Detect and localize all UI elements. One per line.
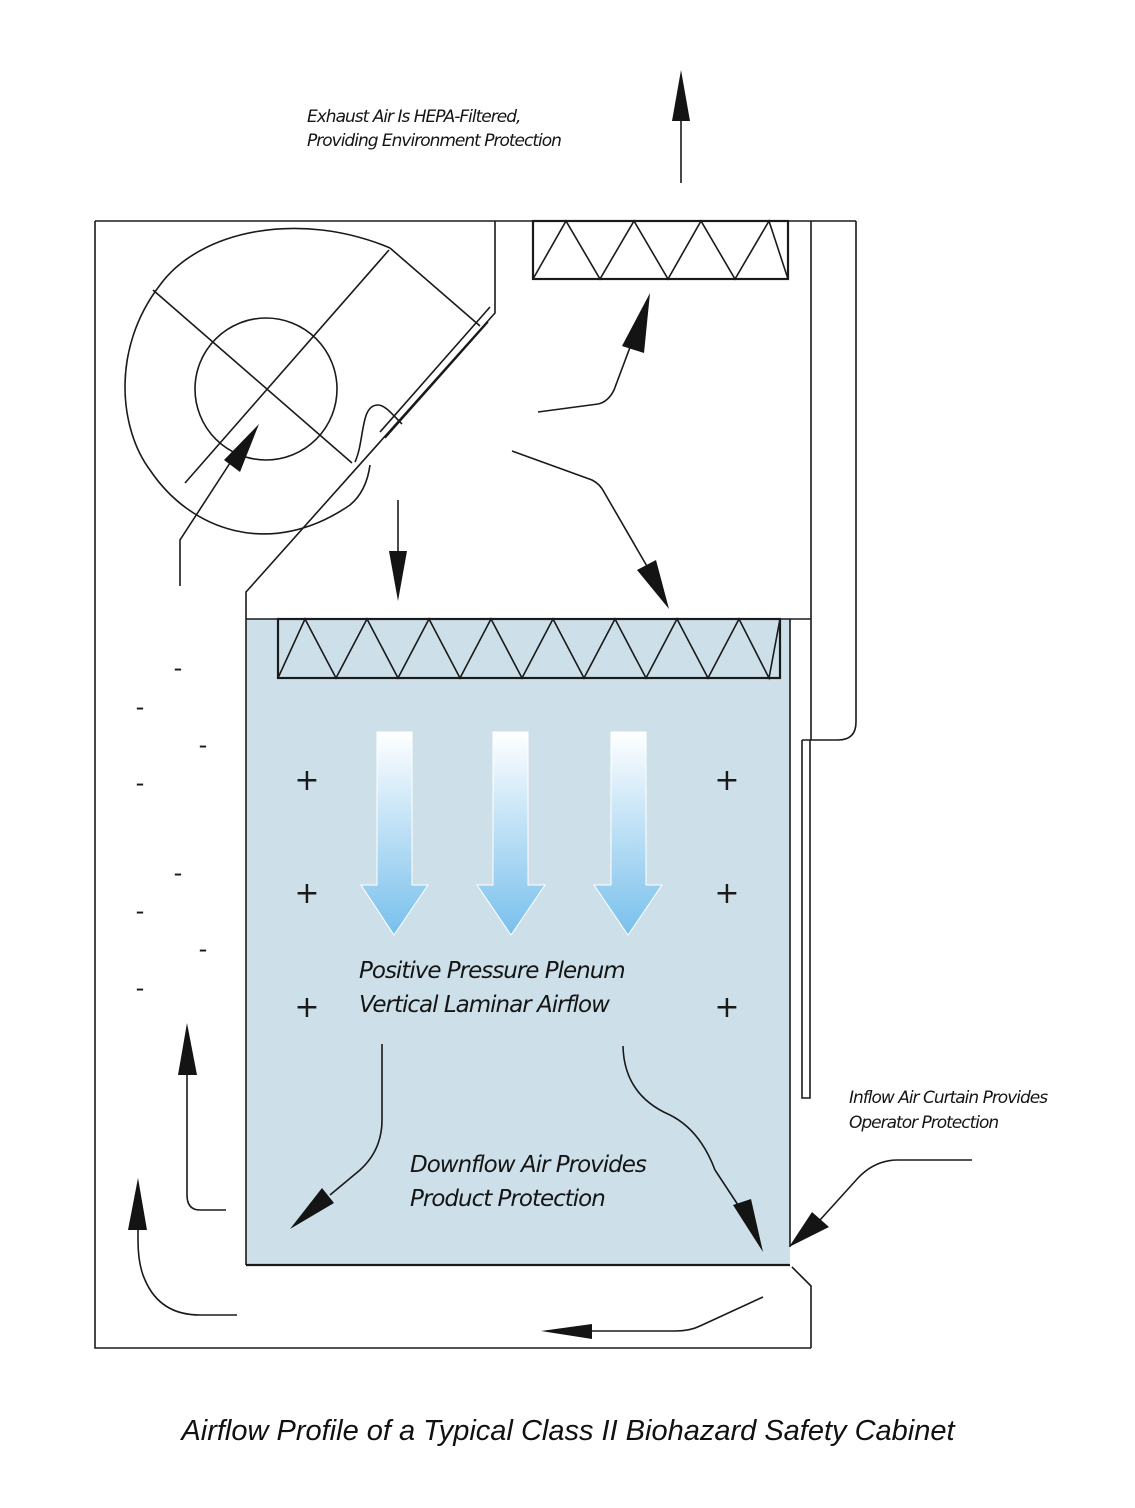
airflow-arrow-into-fan-icon — [179, 424, 259, 586]
negative-sign: - — [136, 897, 145, 925]
grille-return-arrow-icon — [541, 1296, 764, 1339]
inflow-label-line1: Inflow Air Curtain Provides — [849, 1088, 1048, 1108]
diagram-caption: Airflow Profile of a Typical Class II Bi… — [179, 1415, 956, 1447]
downflow-arrow-left-icon — [290, 1044, 383, 1229]
negative-sign: - — [136, 974, 145, 1002]
plenum-label-line2: Vertical Laminar Airflow — [359, 992, 610, 1018]
laminar-arrow-icon — [593, 731, 663, 936]
laminar-arrow-icon — [360, 731, 429, 936]
exhaust-arrow-icon — [672, 70, 690, 183]
supply-hepa-filter — [276, 617, 782, 681]
plenum-label-line1: Positive Pressure Plenum — [359, 958, 625, 984]
airflow-arrow-to-supply-icon — [511, 450, 669, 609]
positive-pressure-marks: + + + + + + — [294, 763, 739, 1025]
blower-fan — [124, 227, 491, 535]
negative-sign: - — [136, 693, 145, 721]
rear-duct-arrow-outer-icon — [128, 1178, 237, 1316]
downflow-arrow-right-icon — [622, 1045, 763, 1252]
airflow-arrow-to-exhaust-icon — [537, 293, 650, 413]
inflow-arrow-icon — [789, 1159, 972, 1247]
negative-sign: - — [174, 859, 183, 887]
laminar-arrows — [360, 731, 663, 936]
positive-sign: + — [714, 990, 739, 1025]
downflow-label-line1: Downflow Air Provides — [410, 1152, 647, 1178]
positive-sign: + — [714, 763, 739, 798]
positive-sign: + — [294, 990, 319, 1025]
negative-sign: - — [199, 731, 208, 759]
cabinet-shell — [94, 220, 857, 1349]
negative-sign: - — [174, 654, 183, 682]
negative-sign: - — [136, 769, 145, 797]
rear-duct-arrow-inner-icon — [178, 1023, 226, 1211]
exhaust-label-line1: Exhaust Air Is HEPA-Filtered, — [307, 107, 520, 127]
negative-sign: - — [199, 935, 208, 963]
laminar-arrow-icon — [476, 731, 546, 936]
inflow-label-line2: Operator Protection — [849, 1113, 998, 1133]
positive-sign: + — [294, 876, 319, 911]
exhaust-label-line2: Providing Environment Protection — [307, 131, 561, 151]
work-zone — [246, 619, 790, 1265]
airflow-arrow-down-icon — [389, 500, 407, 601]
exhaust-hepa-filter — [531, 219, 790, 281]
negative-pressure-marks: - - - - - - - - — [136, 654, 208, 1002]
positive-sign: + — [714, 876, 739, 911]
positive-sign: + — [294, 763, 319, 798]
downflow-label-line2: Product Protection — [410, 1186, 605, 1212]
